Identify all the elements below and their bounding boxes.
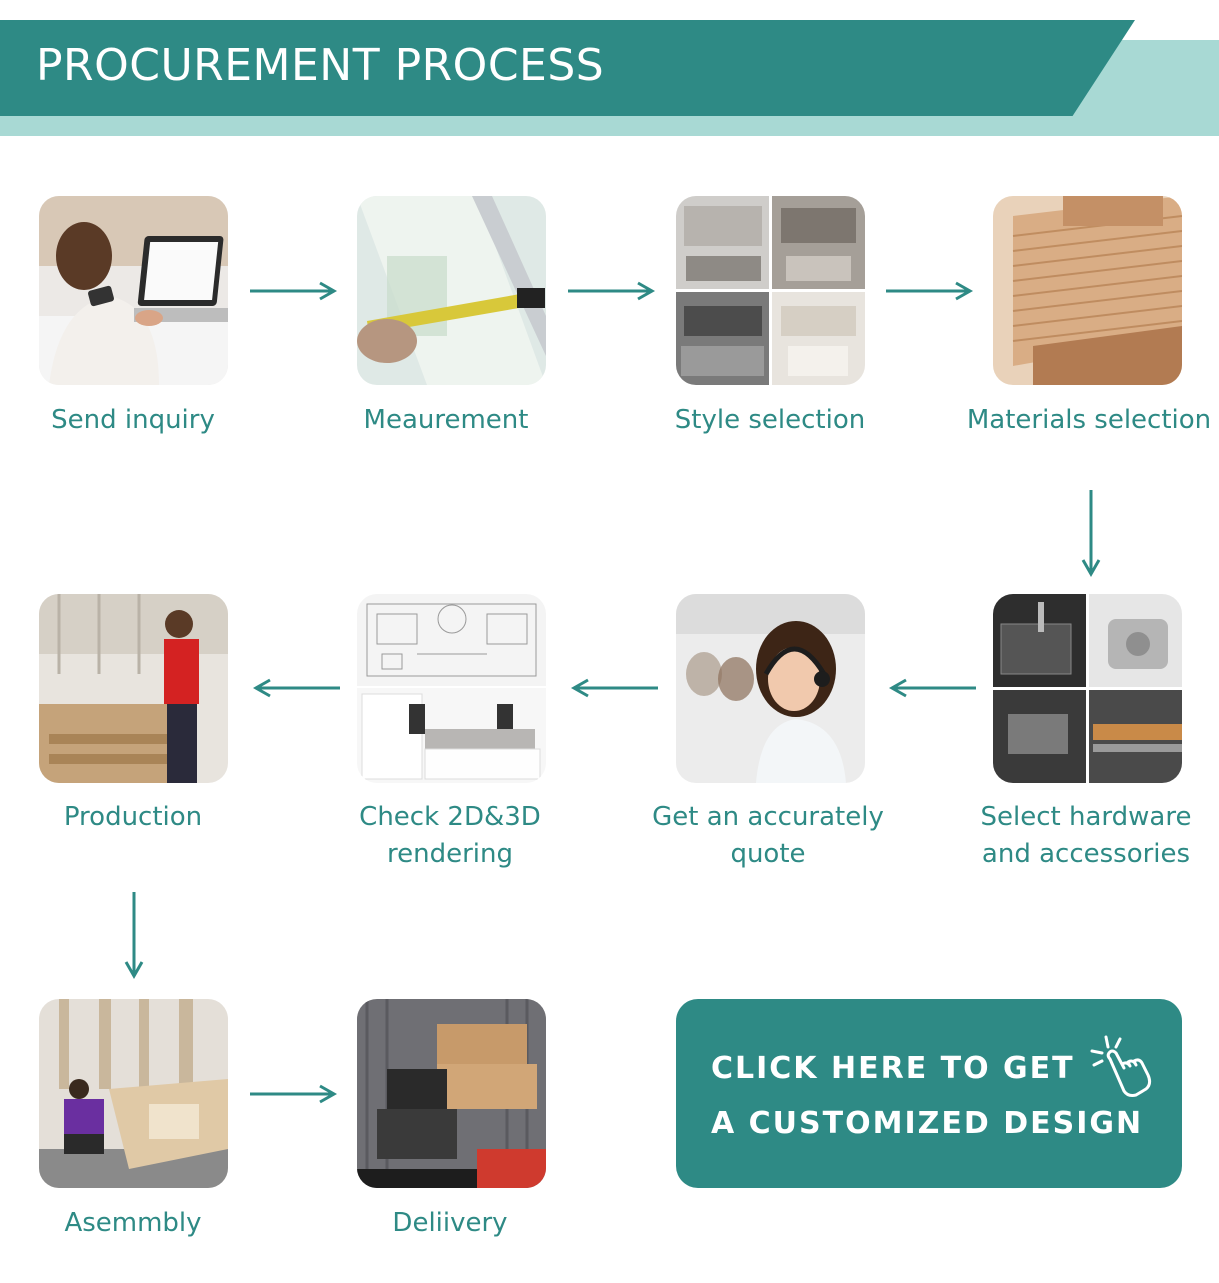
send-inquiry-image <box>39 196 228 385</box>
assembly-label: Asemmbly <box>64 1208 202 1238</box>
hardware-label-line2: and accessories <box>981 839 1191 869</box>
quote-label-line2: quote <box>730 839 806 869</box>
materials-selection-label: Materials selection <box>966 405 1212 435</box>
delivery-label: Deliivery <box>392 1208 508 1238</box>
send-inquiry-label: Send inquiry <box>51 405 215 435</box>
arrow-left-icon <box>570 678 658 698</box>
arrow-right-icon <box>250 1084 338 1104</box>
rendering-image <box>357 594 546 783</box>
production-image <box>39 594 228 783</box>
assembly-image <box>39 999 228 1188</box>
production-label: Production <box>63 802 203 832</box>
page-title: PROCUREMENT PROCESS <box>36 40 605 91</box>
delivery-image <box>357 999 546 1188</box>
materials-selection-image <box>993 196 1182 385</box>
quote-label-line1: Get an accurately <box>652 802 884 832</box>
style-selection-label: Style selection <box>674 405 866 435</box>
cta-text-line2: A CUSTOMIZED DESIGN <box>711 1106 1144 1141</box>
measurement-image <box>357 196 546 385</box>
cta-text-line1: CLICK HERE TO GET <box>711 1051 1075 1086</box>
hand-pointer-click-icon <box>1090 1035 1152 1097</box>
customized-design-button[interactable]: CLICK HERE TO GET A CUSTOMIZED DESIGN <box>676 999 1182 1188</box>
rendering-label-line2: rendering <box>387 839 513 869</box>
quote-image <box>676 594 865 783</box>
arrow-right-icon <box>250 281 338 301</box>
arrow-down-icon <box>124 892 144 980</box>
arrow-left-icon <box>888 678 976 698</box>
arrow-right-icon <box>568 281 656 301</box>
hardware-image <box>993 594 1182 783</box>
style-selection-image <box>676 196 865 385</box>
arrow-right-icon <box>886 281 974 301</box>
rendering-label-line1: Check 2D&3D <box>359 802 541 832</box>
arrow-down-icon <box>1081 490 1101 578</box>
measurement-label: Meaurement <box>363 405 529 435</box>
hardware-label-line1: Select hardware <box>980 802 1192 832</box>
header-banner <box>0 20 1135 116</box>
arrow-left-icon <box>252 678 340 698</box>
